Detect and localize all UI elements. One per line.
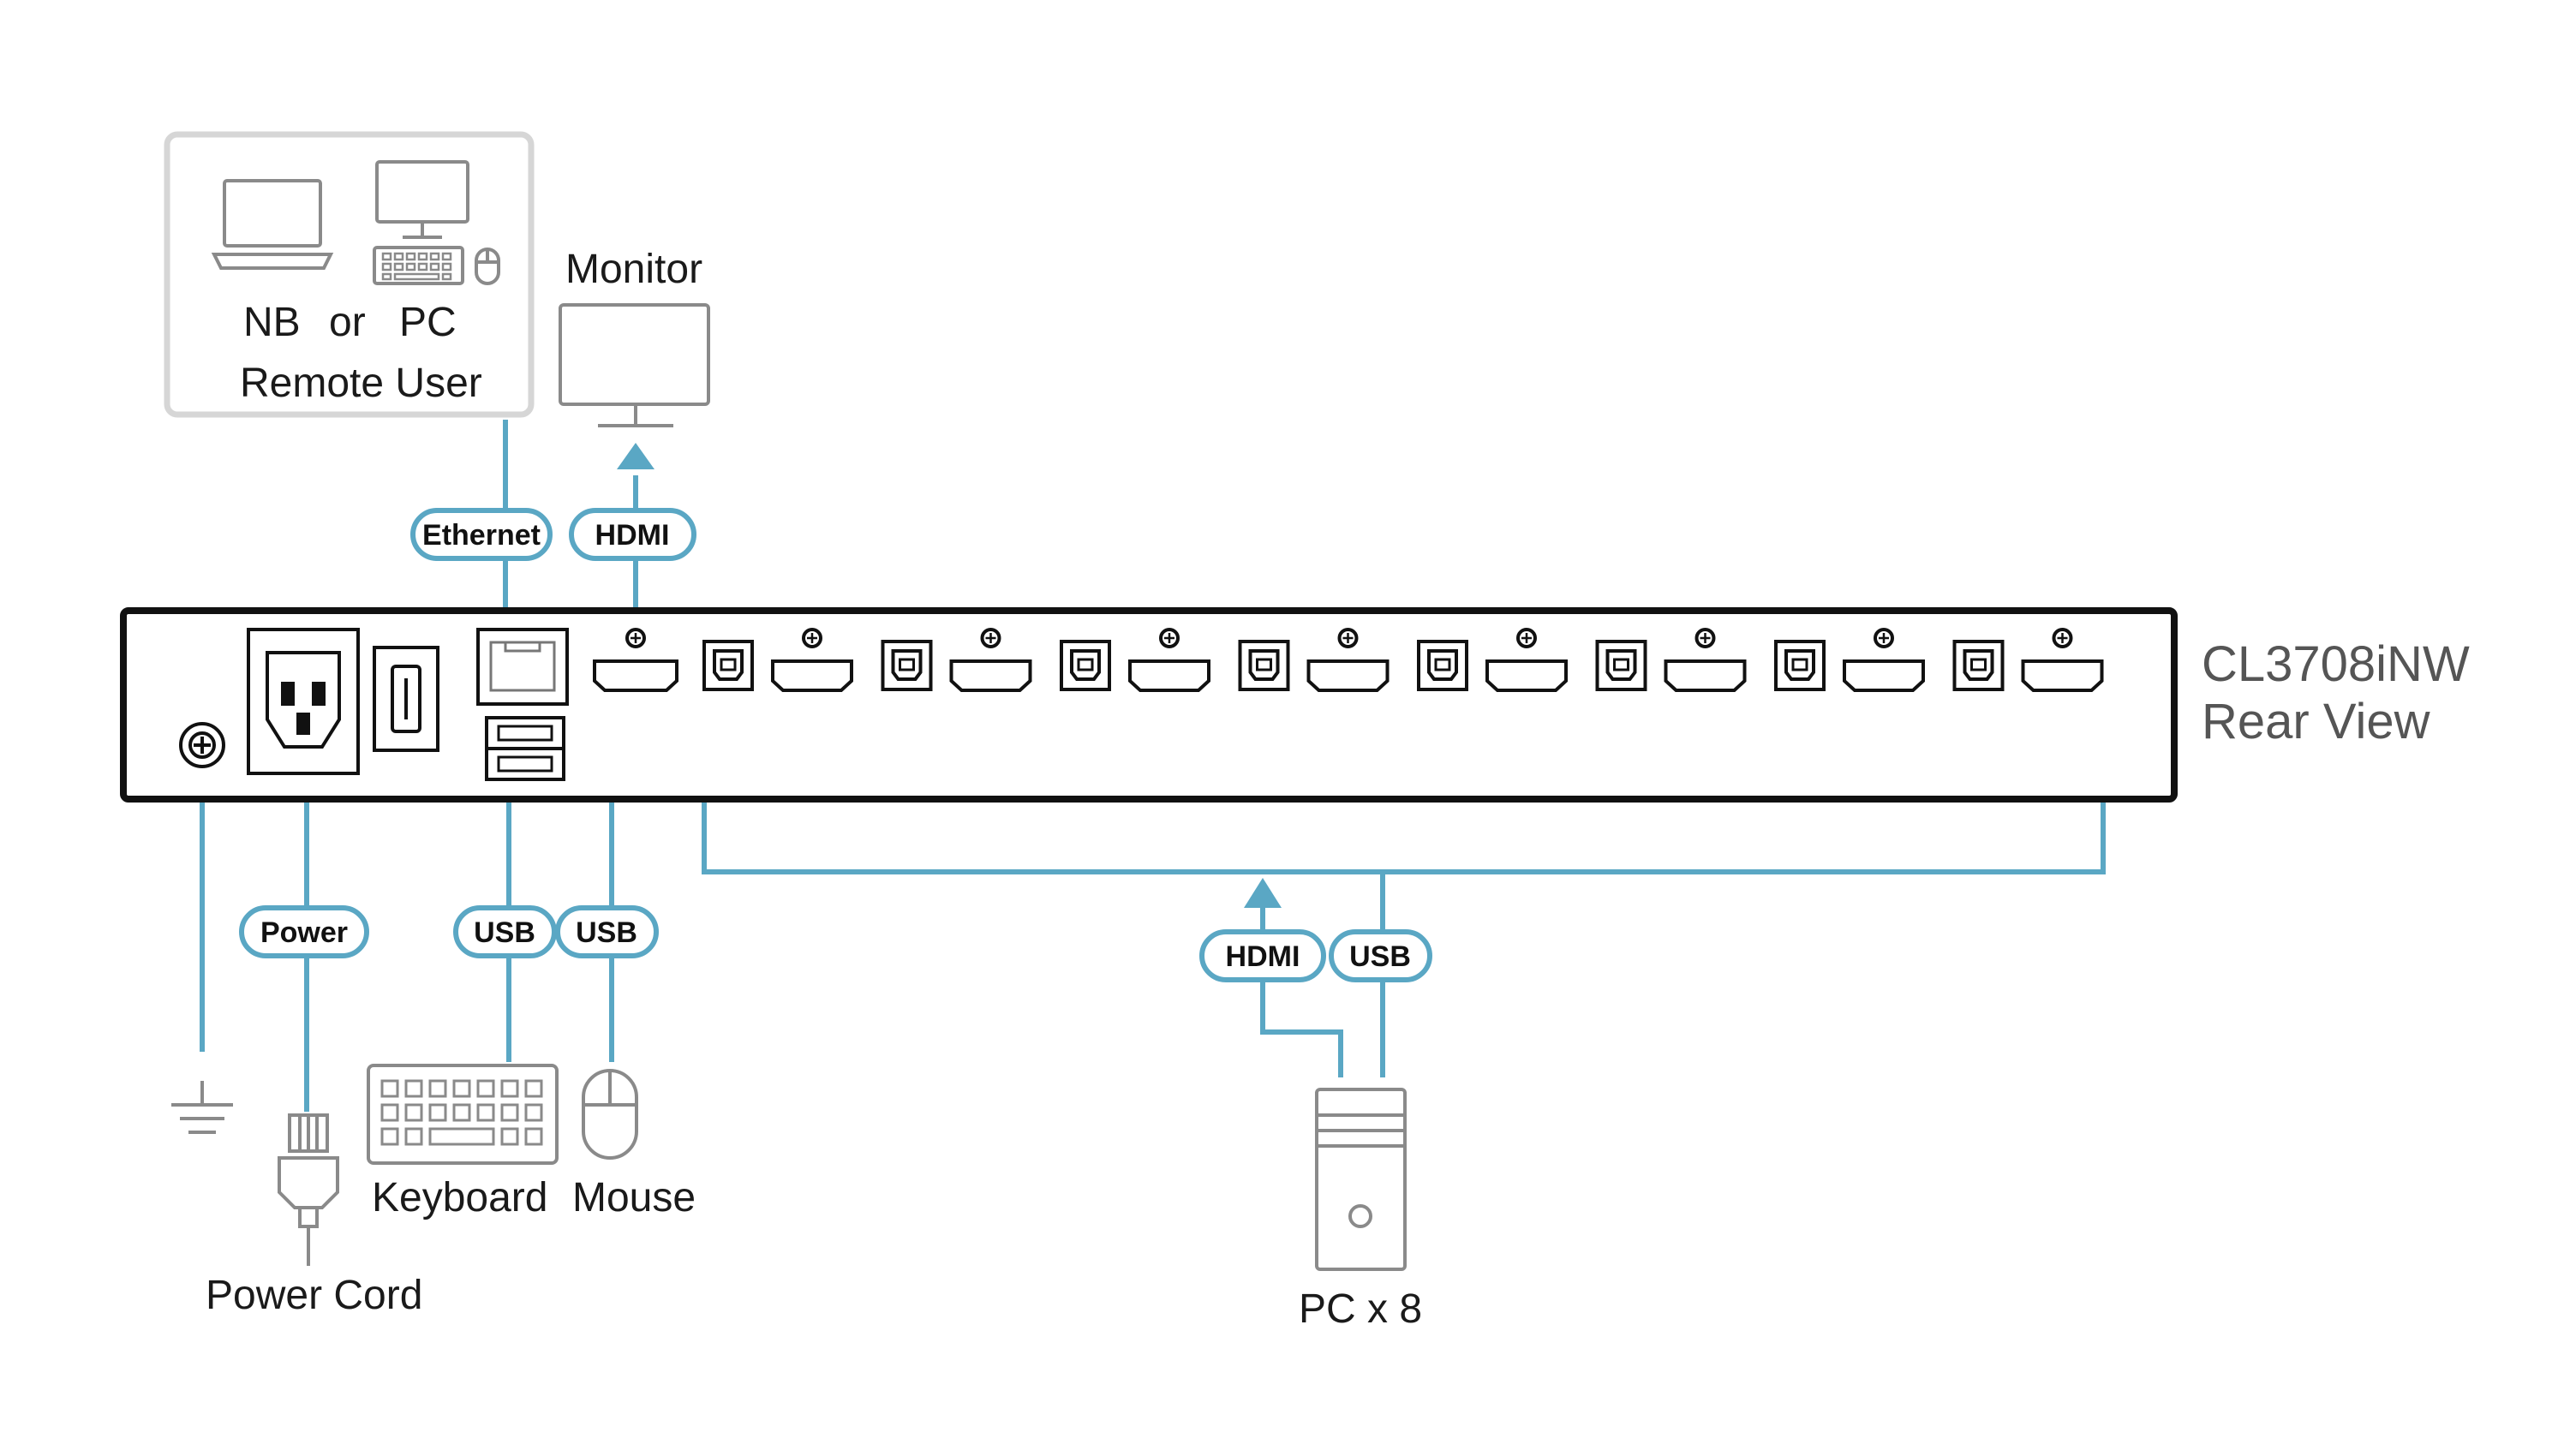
mouse-usb-tag: USB <box>555 905 659 958</box>
nb-label: NB <box>243 300 301 345</box>
pc-port-group-3 <box>1060 628 1210 692</box>
pc-hdmi-arrowhead <box>1244 878 1282 908</box>
pc-usb-tag: USB <box>1329 929 1432 982</box>
pc-port-group-6 <box>1595 628 1747 692</box>
keyboard-label: Keyboard <box>372 1175 547 1220</box>
keyboard-key <box>404 1079 423 1098</box>
monitor-label: Monitor <box>565 247 702 292</box>
pc-usb-tag-label: USB <box>1349 940 1411 973</box>
pc-port-group-1 <box>702 628 853 692</box>
keyboard-key <box>380 1079 399 1098</box>
power-tag-label: Power <box>260 916 348 949</box>
power-tag: Power <box>239 905 369 958</box>
keyboard-key <box>404 1127 423 1146</box>
keyboard-key <box>500 1127 519 1146</box>
model-label: CL3708iNW <box>2202 636 2470 692</box>
power-cord-label: Power Cord <box>206 1273 422 1318</box>
pc-port-group-5 <box>1417 628 1568 692</box>
notebook-icon <box>211 179 334 270</box>
keyboard-usb-tag-label: USB <box>474 916 535 949</box>
lan-port-icon <box>476 628 569 706</box>
pc-port-group-7 <box>1774 628 1925 692</box>
hdmi-port-icon <box>949 628 1032 692</box>
kvm-chassis <box>120 607 2178 803</box>
keyboard-key <box>524 1127 543 1146</box>
desktop-pc-icon <box>373 160 500 285</box>
hdmi-port-icon <box>1843 628 1925 692</box>
keyboard-icon <box>367 1064 559 1165</box>
keyboard-key <box>428 1103 447 1122</box>
pc-label: PC <box>399 300 457 345</box>
ground-screw-icon <box>179 722 225 768</box>
remote-user-box: NB or PC Remote User <box>164 131 535 418</box>
mouse-label: Mouse <box>572 1175 696 1220</box>
keyboard-key <box>500 1079 519 1098</box>
keyboard-key <box>380 1103 399 1122</box>
pc-tower-icon <box>1315 1088 1407 1271</box>
monitor-hdmi-arrowhead <box>617 443 654 469</box>
console-hdmi-port-icon <box>593 628 678 692</box>
keyboard-key <box>476 1079 495 1098</box>
hdmi-port-icon <box>1485 628 1568 692</box>
hdmi-port-icon <box>1664 628 1747 692</box>
usb-b-port-icon <box>1060 640 1111 691</box>
ethernet-tag-label: Ethernet <box>422 519 541 552</box>
keyboard-usb-tag: USB <box>453 905 557 958</box>
monitor-hdmi-tag-label: HDMI <box>595 519 670 552</box>
hdmi-port-icon <box>1128 628 1210 692</box>
hdmi-port-icon <box>771 628 853 692</box>
pc-port-group-4 <box>1238 628 1390 692</box>
remote-user-caption: Remote User <box>240 361 482 406</box>
mouse-icon <box>582 1069 638 1160</box>
mouse-usb-tag-label: USB <box>576 916 637 949</box>
keyboard-key <box>476 1103 495 1122</box>
cable-tags: Ethernet HDMI Power USB USB HDMI USB <box>239 508 1432 982</box>
monitor-hdmi-tag: HDMI <box>569 508 696 561</box>
keyboard-key <box>452 1103 471 1122</box>
power-plug-icon <box>278 1113 339 1266</box>
or-label: or <box>329 300 366 345</box>
usb-b-port-icon <box>1952 640 2005 691</box>
pcs-label: PC x 8 <box>1299 1286 1422 1332</box>
pc-hdmi-tag-label: HDMI <box>1226 940 1300 973</box>
power-inlet-icon <box>247 628 360 775</box>
keyboard-spacebar <box>428 1127 495 1146</box>
console-usb-ports-icon <box>485 716 565 781</box>
ground-symbol-icon <box>171 1081 233 1134</box>
pc-port-group-2 <box>881 628 1032 692</box>
power-switch-icon <box>373 646 439 752</box>
keyboard-key <box>428 1079 447 1098</box>
keyboard-key <box>524 1103 543 1122</box>
usb-b-port-icon <box>881 640 933 691</box>
usb-b-port-icon <box>1595 640 1647 691</box>
monitor: Monitor <box>559 247 710 427</box>
usb-b-port-icon <box>702 640 754 691</box>
ethernet-tag: Ethernet <box>410 508 553 561</box>
usb-b-port-icon <box>1417 640 1468 691</box>
keyboard-key <box>500 1103 519 1122</box>
view-label: Rear View <box>2202 694 2431 749</box>
keyboard-key <box>452 1079 471 1098</box>
keyboard-key <box>404 1103 423 1122</box>
keyboard-key <box>380 1127 399 1146</box>
usb-b-port-icon <box>1238 640 1290 691</box>
monitor-icon <box>559 303 710 427</box>
keyboard-key <box>524 1079 543 1098</box>
pc-port-group-8 <box>1952 628 2104 692</box>
pc-hdmi-tag: HDMI <box>1199 929 1326 982</box>
pc-port-groups <box>702 628 2104 692</box>
hdmi-port-icon <box>2021 628 2104 692</box>
hdmi-port-icon <box>1306 628 1390 692</box>
usb-b-port-icon <box>1774 640 1826 691</box>
